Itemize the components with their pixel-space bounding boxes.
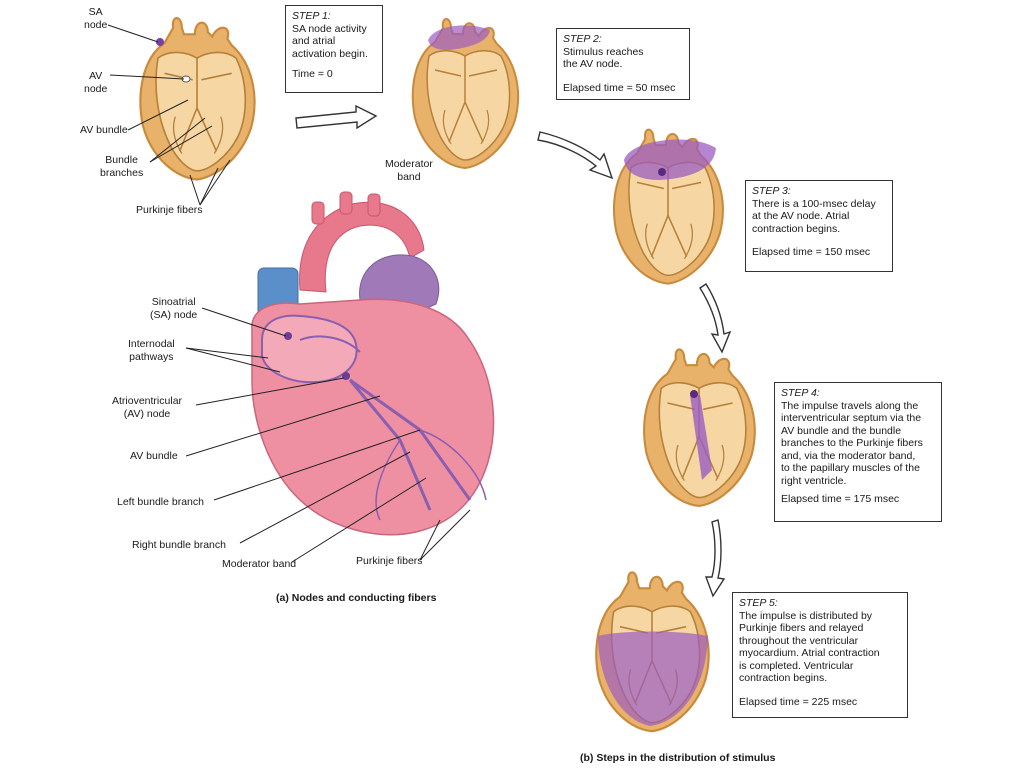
step4-heart	[643, 348, 756, 507]
label-moderator-band-top: Moderator band	[385, 158, 433, 183]
step1-title: STEP 1:	[292, 10, 331, 22]
main-leader-lines	[185, 307, 471, 563]
step5-elapsed: Elapsed time = 225 msec	[739, 695, 858, 708]
label-right-bundle-branch: Right bundle branch	[132, 539, 226, 551]
step2-elapsed: Elapsed time = 50 msec	[563, 81, 676, 94]
step3-heart	[612, 128, 724, 285]
reference-leader-lines	[107, 24, 231, 206]
step4-title: STEP 4:	[781, 387, 820, 399]
label-moderator-band-main: Moderator band	[222, 558, 297, 570]
label-purkinje-fibers: Purkinje fibers	[136, 204, 203, 216]
arrow-step1-to-step2	[295, 104, 378, 130]
label-sinoatrial-node: Sinoatrial (SA) node	[150, 296, 198, 321]
caption-b: (b) Steps in the distribution of stimulu…	[580, 752, 776, 764]
label-bundle-branches: Bundle branches	[100, 154, 144, 179]
step5-box: STEP 5: The impulse is distributed by Pu…	[732, 592, 908, 718]
arrow-step4-to-step5	[704, 519, 726, 598]
step3-elapsed: Elapsed time = 150 msec	[752, 246, 871, 258]
av-node-main-mark	[342, 372, 350, 380]
step3-box: STEP 3: There is a 100-msec delay at the…	[745, 180, 893, 272]
step1-elapsed: Time = 0	[292, 68, 333, 80]
arrow-step3-to-step4	[699, 283, 732, 354]
step5-text: The impulse is distributed by Purkinje f…	[739, 609, 880, 685]
step2-box: STEP 2: Stimulus reaches the AV node. El…	[556, 28, 690, 100]
step1-box: STEP 1: SA node activity and atrial acti…	[285, 5, 383, 93]
step1-text: SA node activity and atrial activation b…	[292, 22, 368, 60]
label-left-bundle-branch: Left bundle branch	[117, 496, 204, 508]
label-sa-node: SA node	[84, 6, 108, 31]
step3-text: There is a 100-msec delay at the AV node…	[752, 197, 876, 235]
caption-a: (a) Nodes and conducting fibers	[276, 592, 437, 604]
step2-heart	[411, 17, 520, 170]
step2-title: STEP 2:	[563, 33, 602, 45]
step4-text: The impulse travels along the interventr…	[781, 399, 923, 487]
arrow-step2-to-step3	[537, 131, 614, 180]
main-heart	[251, 191, 495, 536]
step5-heart	[595, 571, 710, 733]
label-av-bundle: AV bundle	[80, 124, 128, 136]
label-av-node: AV node	[84, 70, 108, 95]
step4-elapsed: Elapsed time = 175 msec	[781, 493, 900, 505]
step5-title: STEP 5:	[739, 597, 778, 609]
flow-arrows	[295, 104, 732, 598]
label-main-av-bundle: AV bundle	[130, 450, 178, 462]
reference-heart	[139, 16, 256, 181]
step2-text: Stimulus reaches the AV node.	[563, 45, 644, 71]
aortic-arch	[299, 201, 425, 293]
label-purkinje-fibers-main: Purkinje fibers	[356, 555, 423, 567]
label-internodal-pathways: Internodal pathways	[128, 338, 175, 363]
sa-node-main-mark	[284, 332, 292, 340]
sa-node-mark	[156, 38, 164, 46]
step3-title: STEP 3:	[752, 185, 791, 197]
label-atrioventricular-node: Atrioventricular (AV) node	[112, 395, 183, 420]
step4-box: STEP 4: The impulse travels along the in…	[774, 382, 942, 522]
